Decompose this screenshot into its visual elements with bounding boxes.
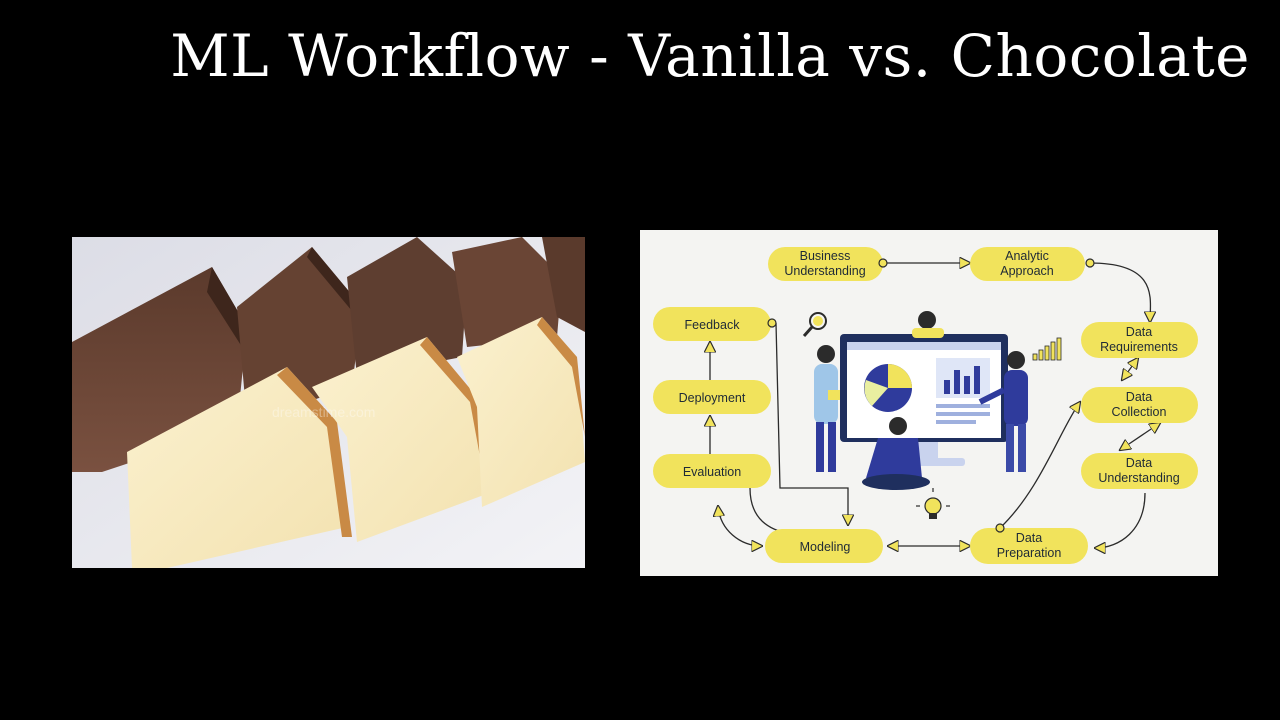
node-feedback-label: Feedback — [685, 318, 741, 332]
slide-title: ML Workflow - Vanilla vs. Chocolate — [170, 22, 1250, 90]
magnifier-icon — [802, 312, 827, 337]
node-data-preparation-line1: Data — [1016, 531, 1042, 545]
node-analytic-approach: Analytic Approach — [970, 247, 1085, 281]
person-top — [912, 311, 944, 338]
node-modeling-label: Modeling — [800, 540, 851, 554]
vanilla-slice — [127, 367, 352, 568]
node-data-preparation: Data Preparation — [970, 528, 1088, 564]
ml-workflow-diagram: Business Understanding Analytic Approach… — [640, 230, 1218, 576]
node-data-understanding-line2: Understanding — [1098, 471, 1179, 485]
node-business-understanding: Business Understanding — [768, 247, 883, 281]
node-data-preparation-line2: Preparation — [997, 546, 1062, 560]
node-feedback: Feedback — [653, 307, 771, 341]
node-evaluation: Evaluation — [653, 454, 771, 488]
node-business-understanding-line2: Understanding — [784, 264, 865, 278]
node-modeling: Modeling — [765, 529, 883, 563]
arrow-evaluation-loop — [749, 487, 791, 535]
person-left — [814, 345, 840, 472]
node-data-collection-line1: Data — [1126, 390, 1152, 404]
bar-chart-icon — [936, 358, 990, 424]
node-deployment-label: Deployment — [679, 391, 746, 405]
team-at-monitor-illustration — [802, 311, 1062, 519]
chocolate-slice — [347, 237, 467, 377]
connectors — [710, 263, 1160, 548]
workflow-svg: Business Understanding Analytic Approach… — [653, 247, 1198, 564]
node-deployment: Deployment — [653, 380, 771, 414]
node-data-requirements-line1: Data — [1126, 325, 1152, 339]
arrow-analytic-to-requirements — [1089, 262, 1150, 322]
node-data-collection: Data Collection — [1081, 387, 1198, 423]
node-data-understanding: Data Understanding — [1081, 453, 1198, 489]
pie-chart-icon — [864, 364, 912, 412]
cake-photo: dreamstime.com — [72, 237, 585, 568]
arrow-collection-understanding — [1120, 423, 1160, 450]
arrow-feedback-to-modeling — [775, 322, 848, 525]
node-evaluation-label: Evaluation — [683, 465, 741, 479]
arrow-evaluation-modeling — [718, 506, 762, 546]
person-sitting — [862, 417, 930, 490]
person-right — [978, 351, 1028, 472]
cake-slices-illustration: dreamstime.com — [72, 237, 585, 568]
node-data-requirements: Data Requirements — [1081, 322, 1198, 358]
node-data-collection-line2: Collection — [1112, 405, 1167, 419]
vanilla-slice — [457, 317, 585, 507]
mini-bars-icon — [1032, 337, 1062, 361]
watermark-text: dreamstime.com — [272, 404, 375, 420]
node-business-understanding-line1: Business — [800, 249, 851, 263]
node-analytic-approach-line2: Approach — [1000, 264, 1054, 278]
node-data-understanding-line1: Data — [1126, 456, 1152, 470]
node-data-requirements-line2: Requirements — [1100, 340, 1178, 354]
chocolate-slice — [542, 237, 585, 332]
node-analytic-approach-line1: Analytic — [1005, 249, 1049, 263]
arrow-preparation-to-collection — [999, 402, 1080, 529]
arrow-understanding-to-preparation — [1095, 492, 1146, 548]
chocolate-slice — [452, 237, 562, 347]
arrow-requirements-collection — [1122, 358, 1138, 380]
lightbulb-icon — [916, 488, 950, 519]
